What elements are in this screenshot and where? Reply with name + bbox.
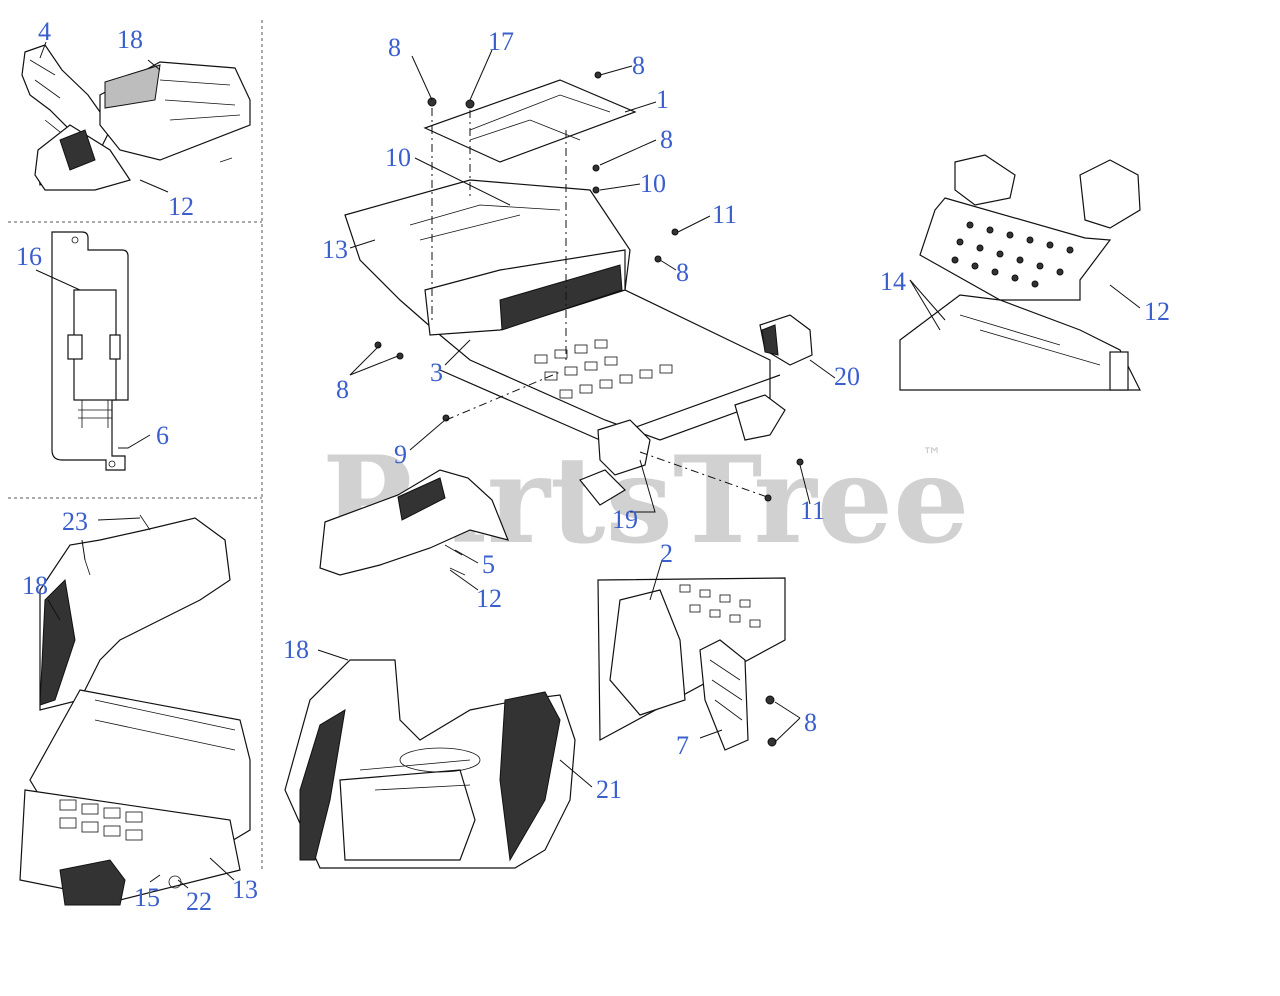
- callout-18: 18: [117, 25, 143, 54]
- callout-12: 12: [168, 192, 194, 221]
- detail-seat-assembly-left: [19, 514, 251, 906]
- leader-lines: [35, 41, 1141, 889]
- callout-3: 3: [430, 358, 443, 387]
- callout-8: 8: [660, 125, 673, 154]
- detail-fender-bracket: [21, 44, 251, 191]
- callout-10: 10: [640, 169, 666, 198]
- callout-8: 8: [632, 51, 645, 80]
- callout-22: 22: [186, 887, 212, 916]
- watermark-trademark: ™: [922, 443, 942, 467]
- main-frame-assembly: [344, 71, 813, 506]
- callout-16: 16: [16, 242, 42, 271]
- callout-9: 9: [394, 440, 407, 469]
- callout-11: 11: [712, 200, 737, 229]
- detail-fender-shroud: [319, 469, 509, 576]
- callout-1: 1: [656, 85, 669, 114]
- callout-13: 13: [232, 875, 258, 904]
- detail-seat-assembly-center: [284, 659, 576, 869]
- callout-18: 18: [22, 571, 48, 600]
- callout-labels: 4 18 12 16 6 23 18 15 22 13 8 17 8 1 8 1…: [16, 17, 1170, 916]
- callout-7: 7: [676, 731, 689, 760]
- detail-floor-deck-right: [899, 154, 1141, 391]
- panel-dividers: [8, 20, 263, 870]
- callout-6: 6: [156, 421, 169, 450]
- callout-10: 10: [385, 143, 411, 172]
- callout-2: 2: [660, 539, 673, 568]
- callout-21: 21: [596, 775, 622, 804]
- detail-side-bracket: [597, 577, 786, 751]
- callout-15: 15: [134, 883, 160, 912]
- callout-12: 12: [476, 584, 502, 613]
- callout-23: 23: [62, 507, 88, 536]
- callout-13: 13: [322, 235, 348, 264]
- callout-5: 5: [482, 550, 495, 579]
- callout-12: 12: [1144, 297, 1170, 326]
- detail-decal: [51, 231, 129, 471]
- callout-8: 8: [804, 708, 817, 737]
- callout-4: 4: [38, 17, 51, 46]
- callout-8: 8: [676, 258, 689, 287]
- callout-8: 8: [388, 33, 401, 62]
- callout-18: 18: [283, 635, 309, 664]
- callout-8: 8: [336, 375, 349, 404]
- callout-19: 19: [612, 505, 638, 534]
- callout-11: 11: [800, 496, 825, 525]
- callout-14: 14: [880, 267, 906, 296]
- callout-17: 17: [488, 27, 514, 56]
- callout-20: 20: [834, 362, 860, 391]
